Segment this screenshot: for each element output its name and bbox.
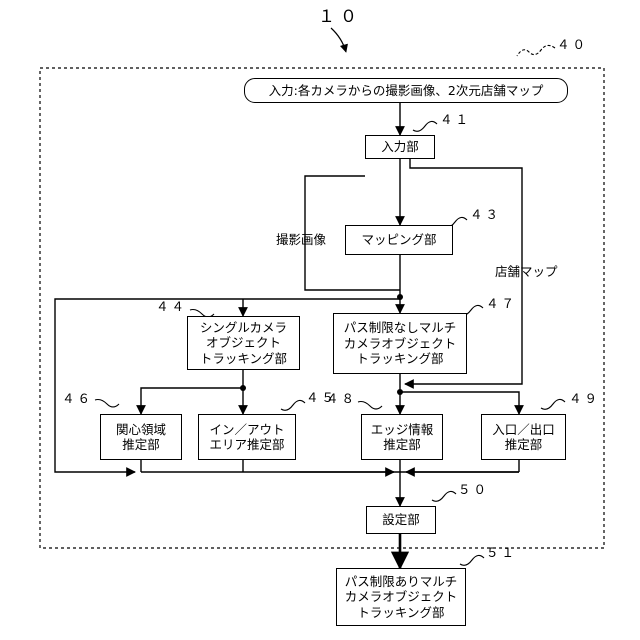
single-camera-tracking-line-1: シングルカメラ bbox=[200, 320, 287, 336]
ref-number-edge-info: ４８ bbox=[326, 392, 357, 406]
single-camera-tracking-line-2: オブジェクト bbox=[206, 335, 281, 351]
leader-41 bbox=[413, 121, 437, 131]
leader-45 bbox=[281, 400, 305, 410]
multi-camera-with-path-line-2: カメラオブジェクト bbox=[345, 589, 458, 605]
input-source-label: 入力:各カメラからの撮影画像、2次元店舗マップ bbox=[269, 83, 544, 99]
entrance-exit-line-1: 入口／出口 bbox=[492, 422, 555, 438]
in-out-area-line-1: イン／アウト bbox=[209, 422, 284, 438]
leader-46 bbox=[95, 400, 119, 408]
multi-camera-no-path-line-1: パス制限なしマルチ bbox=[344, 320, 457, 336]
ref-number-interest-area: ４６ bbox=[62, 392, 93, 406]
leader-40 bbox=[517, 45, 555, 56]
multi-camera-no-path-line-2: カメラオブジェクト bbox=[344, 336, 457, 352]
setting-unit-box: 設定部 bbox=[366, 506, 436, 534]
junction-node-main bbox=[397, 294, 403, 300]
single-camera-tracking-line-3: トラッキング部 bbox=[200, 351, 287, 367]
interest-area-box: 関心領域 推定部 bbox=[100, 414, 182, 460]
ref-number-mapping: ４３ bbox=[470, 208, 501, 222]
ref-number-input: ４１ bbox=[440, 113, 471, 127]
single-camera-tracking-box: シングルカメラ オブジェクト トラッキング部 bbox=[187, 316, 300, 370]
leader-50 bbox=[432, 491, 456, 501]
in-out-area-line-2: エリア推定部 bbox=[209, 437, 284, 453]
mapping-unit-box: マッピング部 bbox=[345, 225, 453, 255]
entrance-exit-box: 入口／出口 推定部 bbox=[481, 414, 566, 460]
setting-unit-label: 設定部 bbox=[382, 512, 420, 528]
edge-label-captured-images: 撮影画像 bbox=[276, 232, 326, 247]
junction-node-single bbox=[240, 385, 246, 391]
ref-number-unit: ４０ bbox=[557, 38, 588, 52]
ref-number-multi-with-path: ５１ bbox=[486, 546, 517, 560]
arrow-to-entrance-exit bbox=[400, 392, 519, 414]
multi-camera-with-path-box: パス制限ありマルチ カメラオブジェクト トラッキング部 bbox=[336, 568, 466, 626]
entrance-exit-line-2: 推定部 bbox=[505, 437, 543, 453]
ref-number-setting: ５０ bbox=[458, 483, 489, 497]
input-source-box: 入力:各カメラからの撮影画像、2次元店舗マップ bbox=[244, 78, 568, 103]
junction-node-multi bbox=[397, 389, 403, 395]
interest-area-line-1: 関心領域 bbox=[116, 422, 166, 438]
ref-number-multi-no-path: ４７ bbox=[486, 297, 517, 311]
edge-info-line-1: エッジ情報 bbox=[371, 422, 434, 438]
multi-camera-with-path-line-3: トラッキング部 bbox=[357, 605, 444, 621]
interest-area-line-2: 推定部 bbox=[122, 437, 160, 453]
edge-label-store-map: 店舗マップ bbox=[495, 264, 558, 279]
multi-camera-with-path-line-1: パス制限ありマルチ bbox=[345, 574, 458, 590]
multi-camera-no-path-line-3: トラッキング部 bbox=[356, 351, 443, 367]
arrow-to-interest-area bbox=[141, 388, 243, 414]
input-unit-label: 入力部 bbox=[381, 139, 419, 155]
unit-boundary bbox=[40, 68, 604, 548]
leader-51 bbox=[460, 555, 484, 565]
edge-info-box: エッジ情報 推定部 bbox=[361, 414, 443, 460]
leader-10 bbox=[331, 28, 346, 52]
mapping-unit-label: マッピング部 bbox=[361, 232, 436, 248]
ref-number-entrance-exit: ４９ bbox=[569, 392, 600, 406]
multi-camera-no-path-box: パス制限なしマルチ カメラオブジェクト トラッキング部 bbox=[333, 313, 467, 374]
input-unit-box: 入力部 bbox=[365, 135, 435, 159]
ref-number-single-cam: ４４ bbox=[156, 300, 187, 314]
edge-info-line-2: 推定部 bbox=[383, 437, 421, 453]
leader-49 bbox=[541, 399, 565, 409]
ref-number-system: １０ bbox=[318, 10, 362, 24]
in-out-area-box: イン／アウト エリア推定部 bbox=[198, 414, 296, 460]
leader-48 bbox=[358, 402, 382, 410]
